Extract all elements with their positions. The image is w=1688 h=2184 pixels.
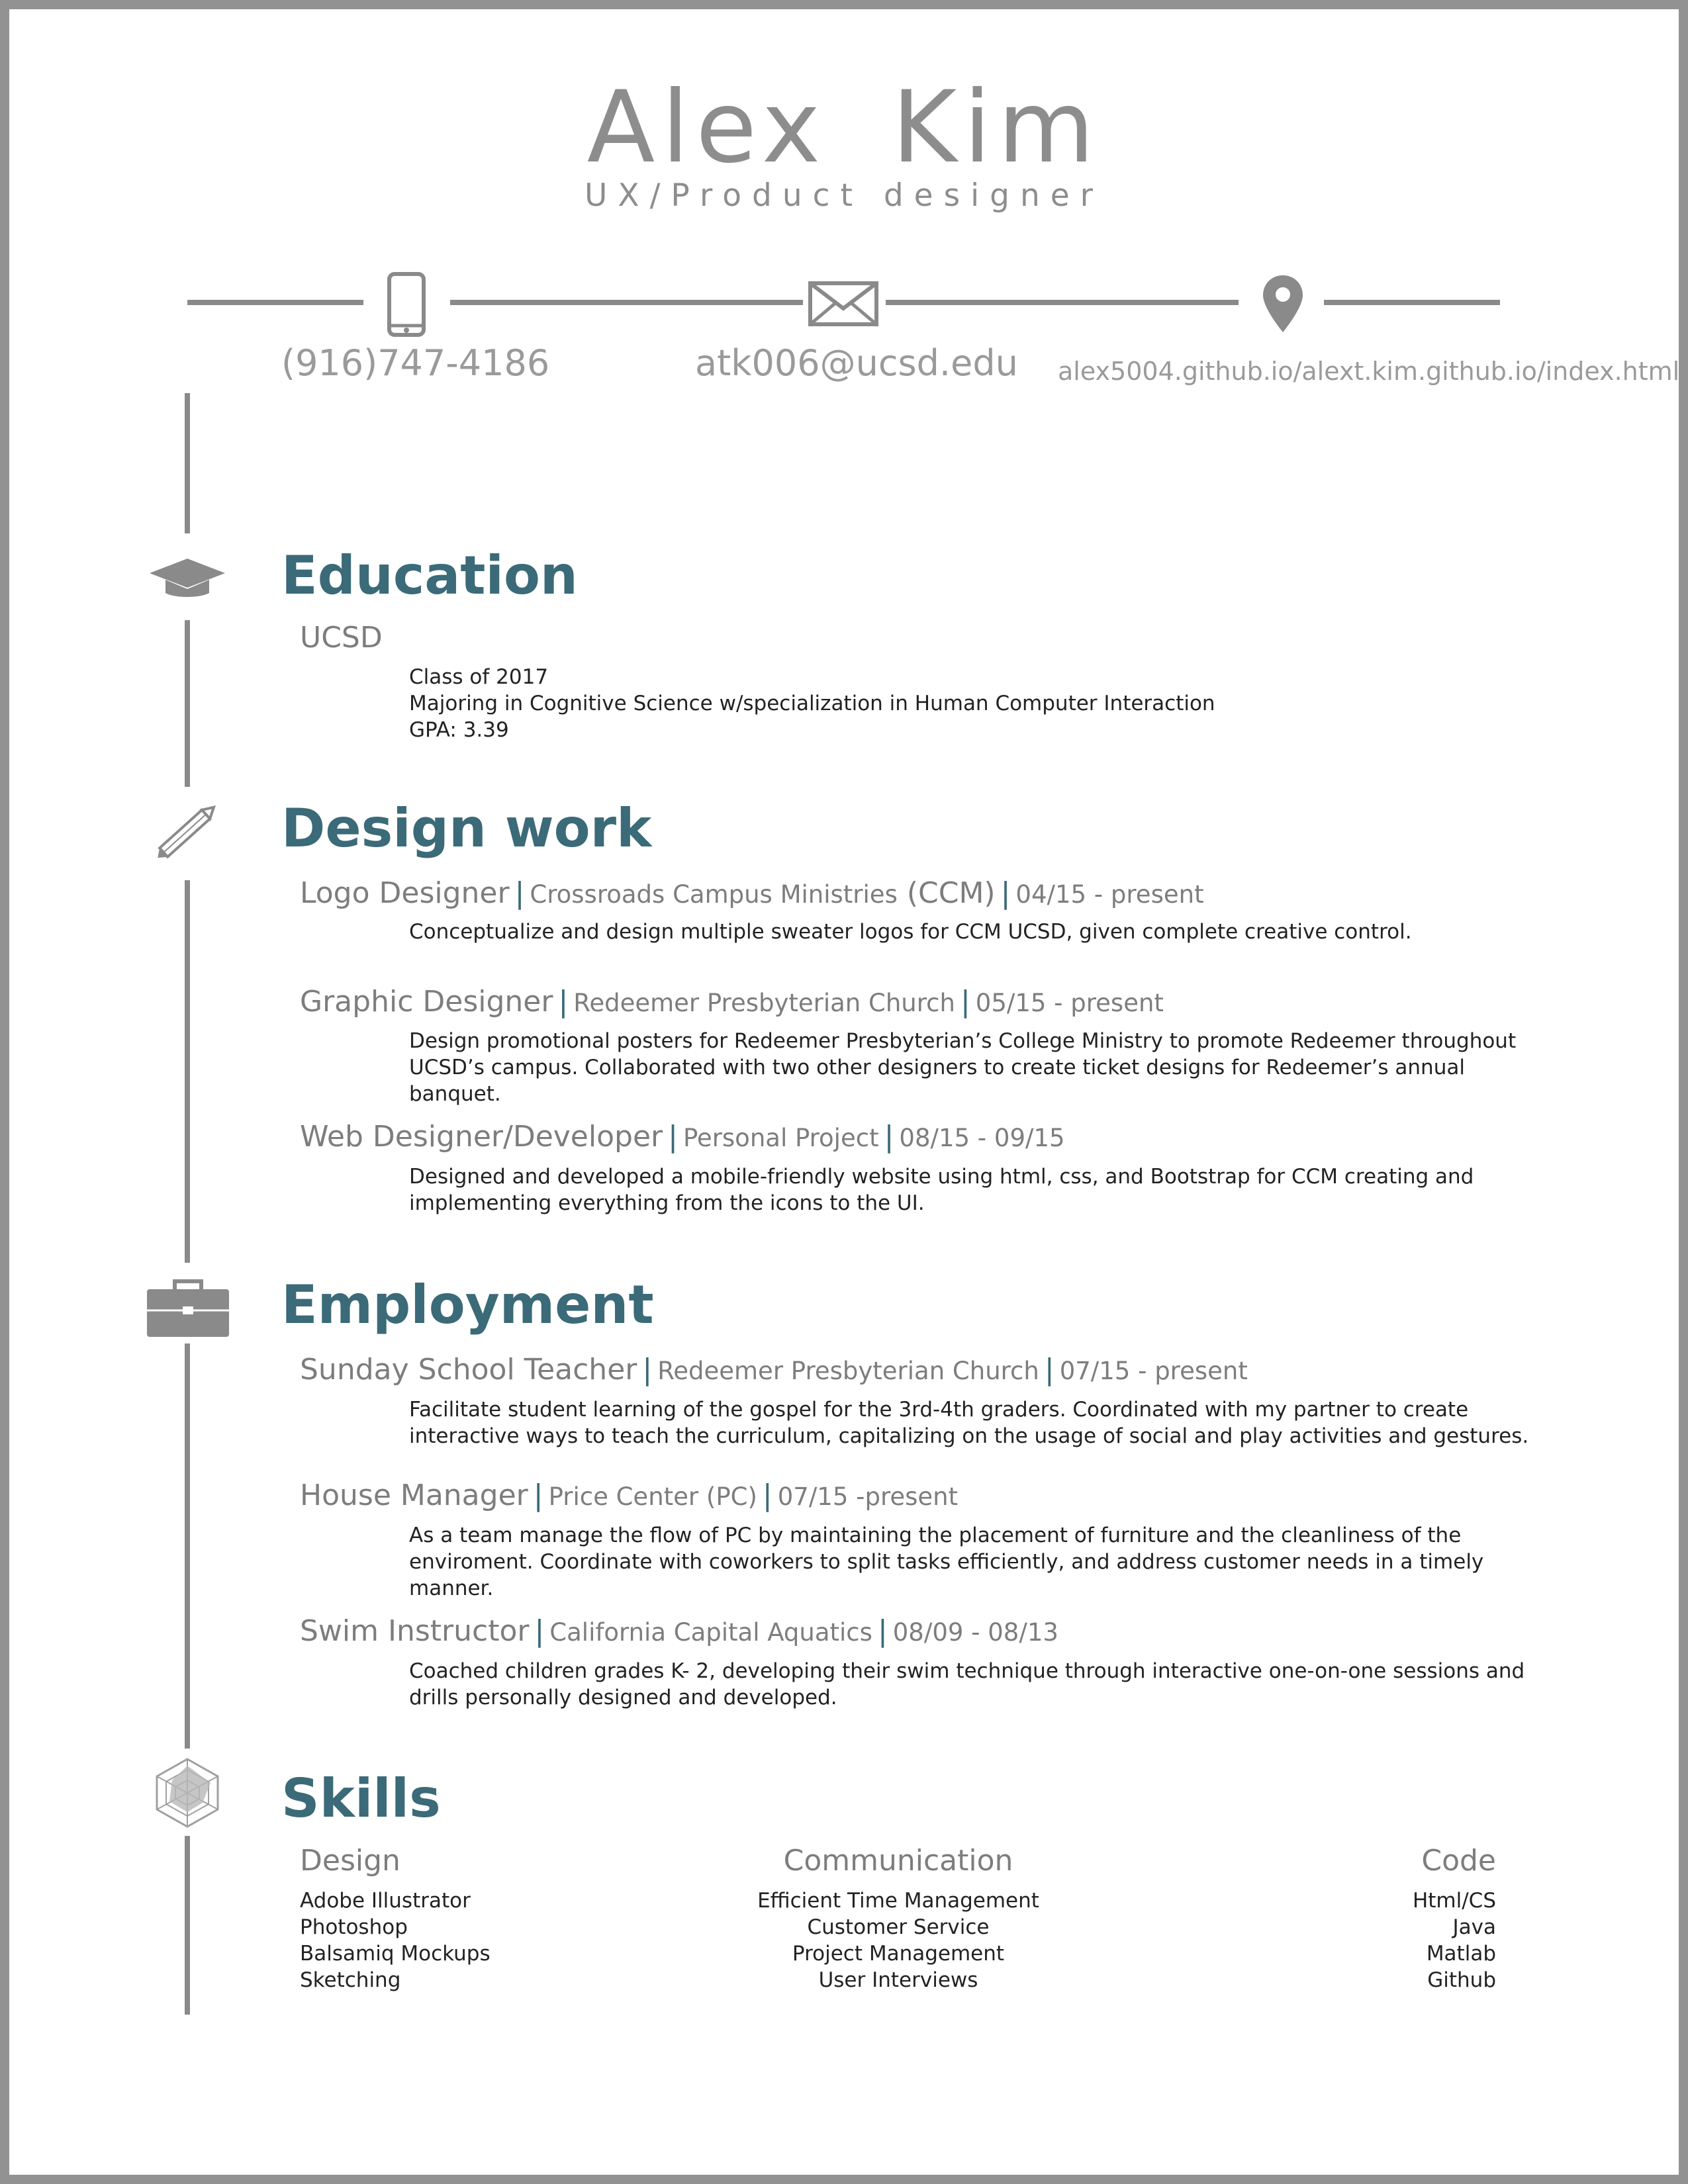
skills-design-list: Adobe Illustrator Photoshop Balsamiq Moc… — [300, 1888, 491, 1993]
job-role: House Manager — [300, 1479, 528, 1512]
skill-item: User Interviews — [818, 1968, 978, 1992]
design-entry-header: Graphic Designer|Redeemer Presbyterian C… — [300, 987, 1164, 1017]
phone-number[interactable]: (916)747-4186 — [281, 342, 550, 384]
job-description: Conceptualize and design multiple sweate… — [409, 920, 1412, 944]
job-date: 04/15 - present — [1015, 880, 1204, 909]
job-date: 08/09 - 08/13 — [892, 1618, 1058, 1647]
contact-divider — [450, 300, 803, 305]
separator: | — [877, 1614, 888, 1648]
skills-code-title: Code — [1421, 1844, 1496, 1878]
separator: | — [668, 1120, 678, 1154]
mail-icon — [808, 281, 878, 326]
separator: | — [1000, 876, 1011, 910]
skills-code-list: Html/CS Java Matlab Github — [1364, 1888, 1496, 1993]
job-organization: California Capital Aquatics — [549, 1618, 872, 1647]
skill-item: Adobe Illustrator — [300, 1889, 471, 1913]
job-description: Facilitate student learning of the gospe… — [409, 1398, 1529, 1448]
employment-entry-header: House Manager|Price Center (PC)|07/15 -p… — [300, 1481, 958, 1510]
skill-item: Github — [1427, 1968, 1496, 1992]
website-link[interactable]: alex5004.github.io/alext.kim.github.io/i… — [1058, 357, 1680, 386]
skills-communication-list: Efficient Time Management Customer Servi… — [733, 1888, 1064, 1993]
job-organization: Crossroads Campus Ministries — [530, 880, 898, 909]
job-organization-abbr: (CCM) — [906, 876, 996, 910]
job-description: Design promotional posters for Redeemer … — [409, 1029, 1517, 1106]
timeline-line — [185, 1836, 190, 2015]
employment-entry-header: Swim Instructor|California Capital Aquat… — [300, 1617, 1058, 1646]
employment-title: Employment — [281, 1274, 654, 1336]
skill-item: Project Management — [792, 1942, 1005, 1966]
skill-item: Sketching — [300, 1968, 401, 1992]
separator: | — [558, 985, 569, 1019]
job-organization: Redeemer Presbyterian Church — [657, 1357, 1039, 1385]
separator: | — [1044, 1353, 1055, 1387]
graduation-cap-icon — [150, 559, 225, 597]
job-date: 05/15 - present — [975, 989, 1164, 1017]
separator: | — [514, 876, 525, 910]
briefcase-icon — [147, 1279, 229, 1337]
timeline-line — [185, 620, 190, 787]
resume-role: UX/Product designer — [585, 177, 1103, 214]
skill-item: Photoshop — [300, 1915, 408, 1939]
separator: | — [960, 985, 970, 1019]
job-date: 07/15 - present — [1059, 1357, 1248, 1385]
skill-item: Java — [1452, 1915, 1496, 1939]
job-organization: Price Center (PC) — [548, 1482, 757, 1511]
separator: | — [534, 1614, 545, 1648]
email-address[interactable]: atk006@ucsd.edu — [695, 342, 1018, 384]
resume-name: Alex Kim — [586, 70, 1102, 185]
education-title: Education — [281, 545, 578, 606]
job-role: Graphic Designer — [300, 985, 553, 1019]
skills-design-title: Design — [300, 1844, 400, 1878]
skill-item: Matlab — [1426, 1942, 1496, 1966]
design-work-title: Design work — [281, 797, 652, 859]
skill-item: Customer Service — [807, 1915, 990, 1939]
job-description: Designed and developed a mobile-friendly… — [409, 1165, 1474, 1215]
location-pin-icon — [1263, 275, 1303, 332]
separator: | — [884, 1120, 894, 1154]
education-line: Majoring in Cognitive Science w/speciali… — [409, 692, 1215, 715]
separator: | — [762, 1479, 773, 1512]
phone-icon — [387, 272, 426, 337]
employment-entry-header: Sunday School Teacher|Redeemer Presbyter… — [300, 1355, 1248, 1385]
job-role: Sunday School Teacher — [300, 1353, 637, 1387]
contact-divider — [187, 300, 363, 305]
job-date: 07/15 -present — [777, 1482, 959, 1511]
radar-chart-icon — [156, 1758, 219, 1828]
contact-divider — [886, 300, 1239, 305]
job-description: As a team manage the flow of PC by maint… — [409, 1524, 1484, 1600]
skills-title: Skills — [281, 1768, 441, 1829]
design-entry-header: Web Designer/Developer|Personal Project|… — [300, 1122, 1065, 1152]
timeline-line — [185, 1343, 190, 1749]
job-organization: Redeemer Presbyterian Church — [573, 989, 955, 1017]
skill-item: Efficient Time Management — [757, 1889, 1039, 1913]
job-role: Swim Instructor — [300, 1614, 530, 1648]
job-role: Logo Designer — [300, 876, 510, 910]
skill-item: Html/CS — [1412, 1889, 1496, 1913]
timeline-line — [185, 880, 190, 1263]
job-date: 08/15 - 09/15 — [899, 1124, 1065, 1152]
design-entry-header: Logo Designer|Crossroads Campus Ministri… — [300, 879, 1204, 908]
pencil-icon — [158, 805, 216, 859]
job-organization: Personal Project — [682, 1124, 879, 1152]
education-line: Class of 2017 — [409, 665, 549, 689]
skill-item: Balsamiq Mockups — [300, 1942, 491, 1966]
separator: | — [642, 1353, 653, 1387]
job-role: Web Designer/Developer — [300, 1120, 663, 1154]
job-description: Coached children grades K- 2, developing… — [409, 1659, 1525, 1709]
separator: | — [533, 1479, 543, 1512]
contact-divider — [1324, 300, 1500, 305]
skills-communication-title: Communication — [783, 1844, 1013, 1878]
education-details: Class of 2017 Majoring in Cognitive Scie… — [409, 664, 1215, 743]
school-name: UCSD — [300, 621, 383, 655]
timeline-line — [185, 393, 190, 533]
education-line: GPA: 3.39 — [409, 718, 509, 742]
